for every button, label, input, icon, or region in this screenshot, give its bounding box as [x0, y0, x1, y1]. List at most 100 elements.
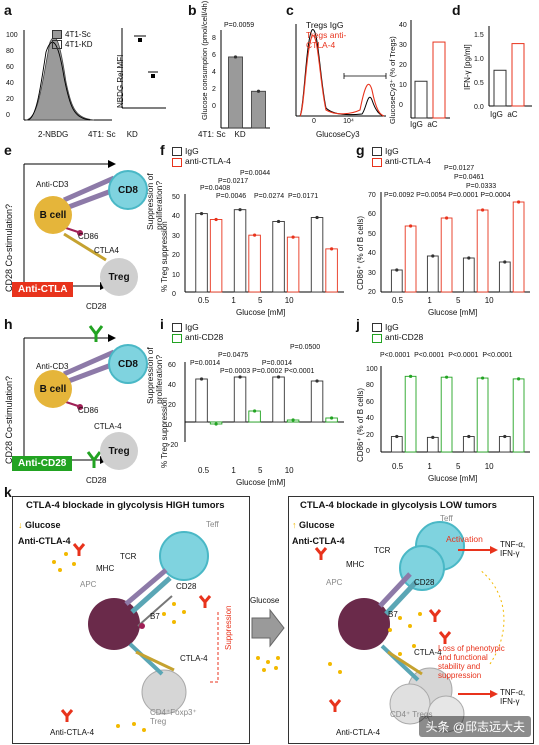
- label-cd28-e: CD28: [86, 302, 107, 311]
- bar-anti-CTLA-4-0.5: [209, 219, 223, 293]
- bar-IgG-1: [233, 209, 247, 293]
- bar-anti-CD28-1: [440, 376, 453, 453]
- point-Sc: [233, 55, 238, 59]
- point-IgG-10: [315, 215, 319, 220]
- dot-kd: [148, 71, 158, 78]
- panel-letter-h: h: [4, 316, 13, 332]
- point-IgG-0.5: [199, 377, 204, 381]
- bar-Sc: [228, 56, 243, 129]
- point-IgG-1: [238, 375, 242, 379]
- bar-aC: [432, 41, 446, 119]
- panel-c-bar-chart: [410, 20, 450, 119]
- label-anti-cd3-h: Anti-CD3: [36, 362, 69, 371]
- k-right-apc: APC: [326, 578, 343, 587]
- panel-b-pval: P=0.0059: [224, 22, 255, 29]
- panel-i-xticks: 0.5 1 5 10: [198, 466, 294, 475]
- label-ctla4-e: CTLA4: [94, 246, 119, 255]
- point-anti-CD28-10: [517, 377, 521, 381]
- panel-j-chart: [380, 366, 530, 453]
- point-IgG-5: [467, 256, 471, 260]
- point-anti-CD28-1: [445, 375, 449, 379]
- k-left-glucose: ↓ Glucose: [18, 520, 61, 530]
- bar-IgG-0.5: [195, 378, 208, 423]
- panel-c-xticks: 0 10⁴: [312, 118, 354, 125]
- panel-d-ylabel: IFN-γ [pg/ml]: [463, 44, 472, 90]
- bar-IgG-10: [310, 380, 324, 423]
- panel-i-legend: IgG anti-CD28: [172, 322, 223, 343]
- bar-IgG-0.5: [390, 269, 403, 293]
- point-anti-CD28-5: [481, 376, 485, 380]
- bar-IgG-5: [272, 220, 285, 293]
- panel-g-pvals: P=0.0127 P=0.0461 P=0.0333 P=0.0092 P=0.…: [384, 165, 511, 199]
- panel-a-dot-ylabel: NBDG Rel MFI: [116, 54, 125, 108]
- k-left-mhc: MHC: [96, 564, 115, 573]
- bar-IgG-1: [426, 255, 439, 293]
- panel-b-xlabels: 4T1: Sc KD: [198, 130, 246, 139]
- k-glucose-arrow: [251, 608, 285, 648]
- k-right-mhc: MHC: [346, 560, 365, 569]
- k-left-tcr: TCR: [120, 552, 137, 561]
- label-anti-cd3-e: Anti-CD3: [36, 180, 69, 189]
- point-anti-CD28-0.5: [409, 374, 413, 378]
- point-anti-CTLA-4-0.5: [409, 224, 413, 228]
- panel-j-xticks: 0.5 1 5 10: [392, 462, 494, 471]
- k-right-anti: Anti-CTLA-4: [292, 536, 345, 546]
- panel-j-pvals: P<0.0001 P<0.0001 P<0.0001 P<0.0001: [380, 352, 513, 359]
- bar-anti-CTLA-4-1: [440, 217, 453, 293]
- bar-anti-CTLA-4-0.5: [404, 225, 417, 293]
- panel-j-ylabel: CD86⁺ (% of B cells): [356, 387, 365, 462]
- panel-a-legend: 4T1-Sc 4T1-KD: [52, 30, 93, 50]
- panel-c-xlabel: GlucoseCy3: [316, 130, 360, 139]
- bar-IgG-5: [462, 436, 475, 453]
- panel-letter-b: b: [188, 2, 197, 18]
- k-right-out2: TNF-α, IFN-γ: [500, 688, 526, 706]
- point-IgG-10: [503, 434, 507, 439]
- point-anti-CD28-1: [253, 409, 257, 413]
- bar-anti-CD28-5: [476, 377, 489, 453]
- panel-letter-c: c: [286, 2, 294, 18]
- panel-i-chart: [184, 362, 344, 442]
- panel-f-legend: IgG anti-CTLA-4: [172, 146, 231, 167]
- panel-c-bar-xlabels: IgG aC: [410, 120, 438, 129]
- panel-f-xlabel: Glucose [mM]: [236, 308, 286, 317]
- point-anti-CD28-10: [330, 416, 334, 420]
- bar-IgG-0.5: [195, 213, 208, 293]
- k-right-b7: B7: [388, 610, 398, 619]
- panel-letter-k: k: [4, 484, 12, 500]
- point-IgG-10: [503, 260, 507, 264]
- k-right-activation: Activation: [446, 534, 483, 544]
- point-IgG-0.5: [395, 268, 399, 272]
- bar-aC: [511, 43, 525, 107]
- k-right-anti2: Anti-CTLA-4: [336, 728, 381, 737]
- panel-c-legend: Tregs IgG Tregs anti-CTLA-4: [306, 20, 347, 50]
- point-anti-CTLA-4-1: [253, 233, 257, 237]
- panel-d-xlabels: IgG aC: [490, 110, 518, 119]
- anti-cd28-badge: Anti-CD28: [12, 456, 73, 471]
- bar-KD: [251, 90, 266, 129]
- point-IgG-5: [467, 434, 471, 439]
- k-left-ctla4: CTLA-4: [180, 654, 208, 663]
- label-cd28-h: CD28: [86, 476, 107, 485]
- k-left-teff: Teff: [206, 520, 219, 529]
- panel-letter-f: f: [160, 142, 165, 158]
- point-anti-CTLA-4-5: [291, 235, 295, 239]
- point-IgG-1: [431, 435, 435, 439]
- panel-g-ylabel: CD86⁺ (% of B cells): [356, 215, 365, 290]
- panel-h-side-label: CD28 Co-stimulation?: [4, 375, 14, 464]
- k-right-box: [288, 496, 534, 744]
- panel-a-dot-xlabels: 4T1: Sc KD: [88, 130, 138, 139]
- bar-IgG-10: [498, 261, 511, 293]
- panel-a-hist-xlabel: 2-NBDG: [38, 130, 69, 139]
- panel-e-side-label: CD28 Co-stimulation?: [4, 203, 14, 292]
- panel-letter-d: d: [452, 2, 461, 18]
- panel-b-ylabel: Glucose consumption (pmol/cell/4h): [200, 0, 209, 120]
- panel-j-xlabel: Glucose [mM]: [428, 474, 478, 483]
- bar-IgG: [493, 69, 507, 107]
- treg-cell-h: Treg: [100, 432, 138, 470]
- point-IgG-0.5: [199, 212, 204, 216]
- bar-anti-CTLA-4-5: [286, 236, 300, 293]
- bar-IgG-0.5: [390, 436, 403, 453]
- panel-f-pvals: P=0.0044 P=0.0217 P=0.0408 P=0.0046 P=0.…: [200, 170, 319, 200]
